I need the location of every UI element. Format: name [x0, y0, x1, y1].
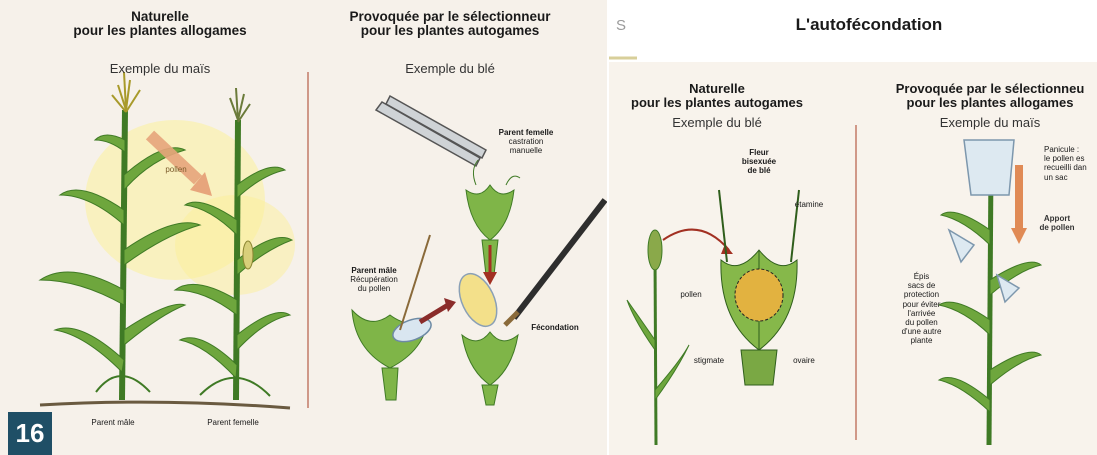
left-col1-title: Naturelle pour les plantes allogames — [60, 10, 260, 38]
right-col2-title: Provoquée par le sélectionneu pour les p… — [883, 82, 1097, 109]
label-fecondation: Fécondation — [520, 323, 590, 332]
maize-tassel-female — [230, 88, 250, 122]
page-number-badge: 16 — [8, 412, 52, 455]
label-epis: Épis sacs de protection pour éviter l'ar… — [894, 272, 949, 346]
flower-arrow-head — [721, 244, 733, 254]
pollen-bag-fecondation — [452, 268, 505, 332]
transfer-arrow — [420, 305, 448, 322]
tassel-bag-icon — [964, 140, 1014, 195]
maize-plant-bagged — [939, 165, 1041, 445]
wheat-plant-icon — [627, 230, 689, 445]
apport-arrow-head — [1011, 228, 1027, 244]
brush-icon — [505, 200, 605, 325]
right-illustration-panel: S L'autofécondation Naturelle pour les p… — [609, 0, 1097, 455]
label-male-parent: Parent mâle Récupération du pollen — [334, 266, 414, 294]
fecondation-flower-icon — [462, 332, 518, 405]
left-col2-title: Provoquée par le sélectionneur pour les … — [320, 10, 580, 38]
label-pollen: pollen — [156, 165, 196, 174]
label-etamine: étamine — [789, 200, 829, 209]
right-illustration — [609, 0, 1097, 455]
ground-line — [40, 402, 290, 408]
left-illustration-panel: Naturelle pour les plantes allogames Exe… — [0, 0, 607, 455]
tweezers-icon — [376, 96, 486, 166]
maize-tassel-male — [112, 72, 140, 112]
header-corner-letter: S — [611, 18, 631, 34]
flower-arrow — [663, 230, 729, 250]
label-parent-femelle-bottom: Parent femelle — [193, 418, 273, 427]
left-col2-subtitle: Exemple du blé — [320, 62, 580, 76]
label-parent-male-bottom: Parent mâle — [78, 418, 148, 427]
label-ovaire: ovaire — [784, 356, 824, 365]
label-apport: Apport de pollen — [1027, 214, 1087, 232]
left-col1-subtitle: Exemple du maïs — [60, 62, 260, 76]
right-col1-title: Naturelle pour les plantes autogames — [617, 82, 817, 109]
ear-bag-icon-1 — [949, 230, 974, 262]
label-panicule: Panicule : le pollen es recueilli dan un… — [1044, 145, 1097, 182]
label-stigmate: stigmate — [684, 356, 734, 365]
label-pollen-right: pollen — [671, 290, 711, 299]
label-flower: Fleur bisexuée de blé — [734, 148, 784, 176]
label-female-parent: Parent femelle castration manuelle — [486, 128, 566, 156]
female-flower-icon — [466, 160, 520, 275]
right-col2-subtitle: Exemple du maïs — [883, 116, 1097, 130]
right-title: L'autofécondation — [749, 16, 989, 34]
right-col1-subtitle: Exemple du blé — [617, 116, 817, 130]
